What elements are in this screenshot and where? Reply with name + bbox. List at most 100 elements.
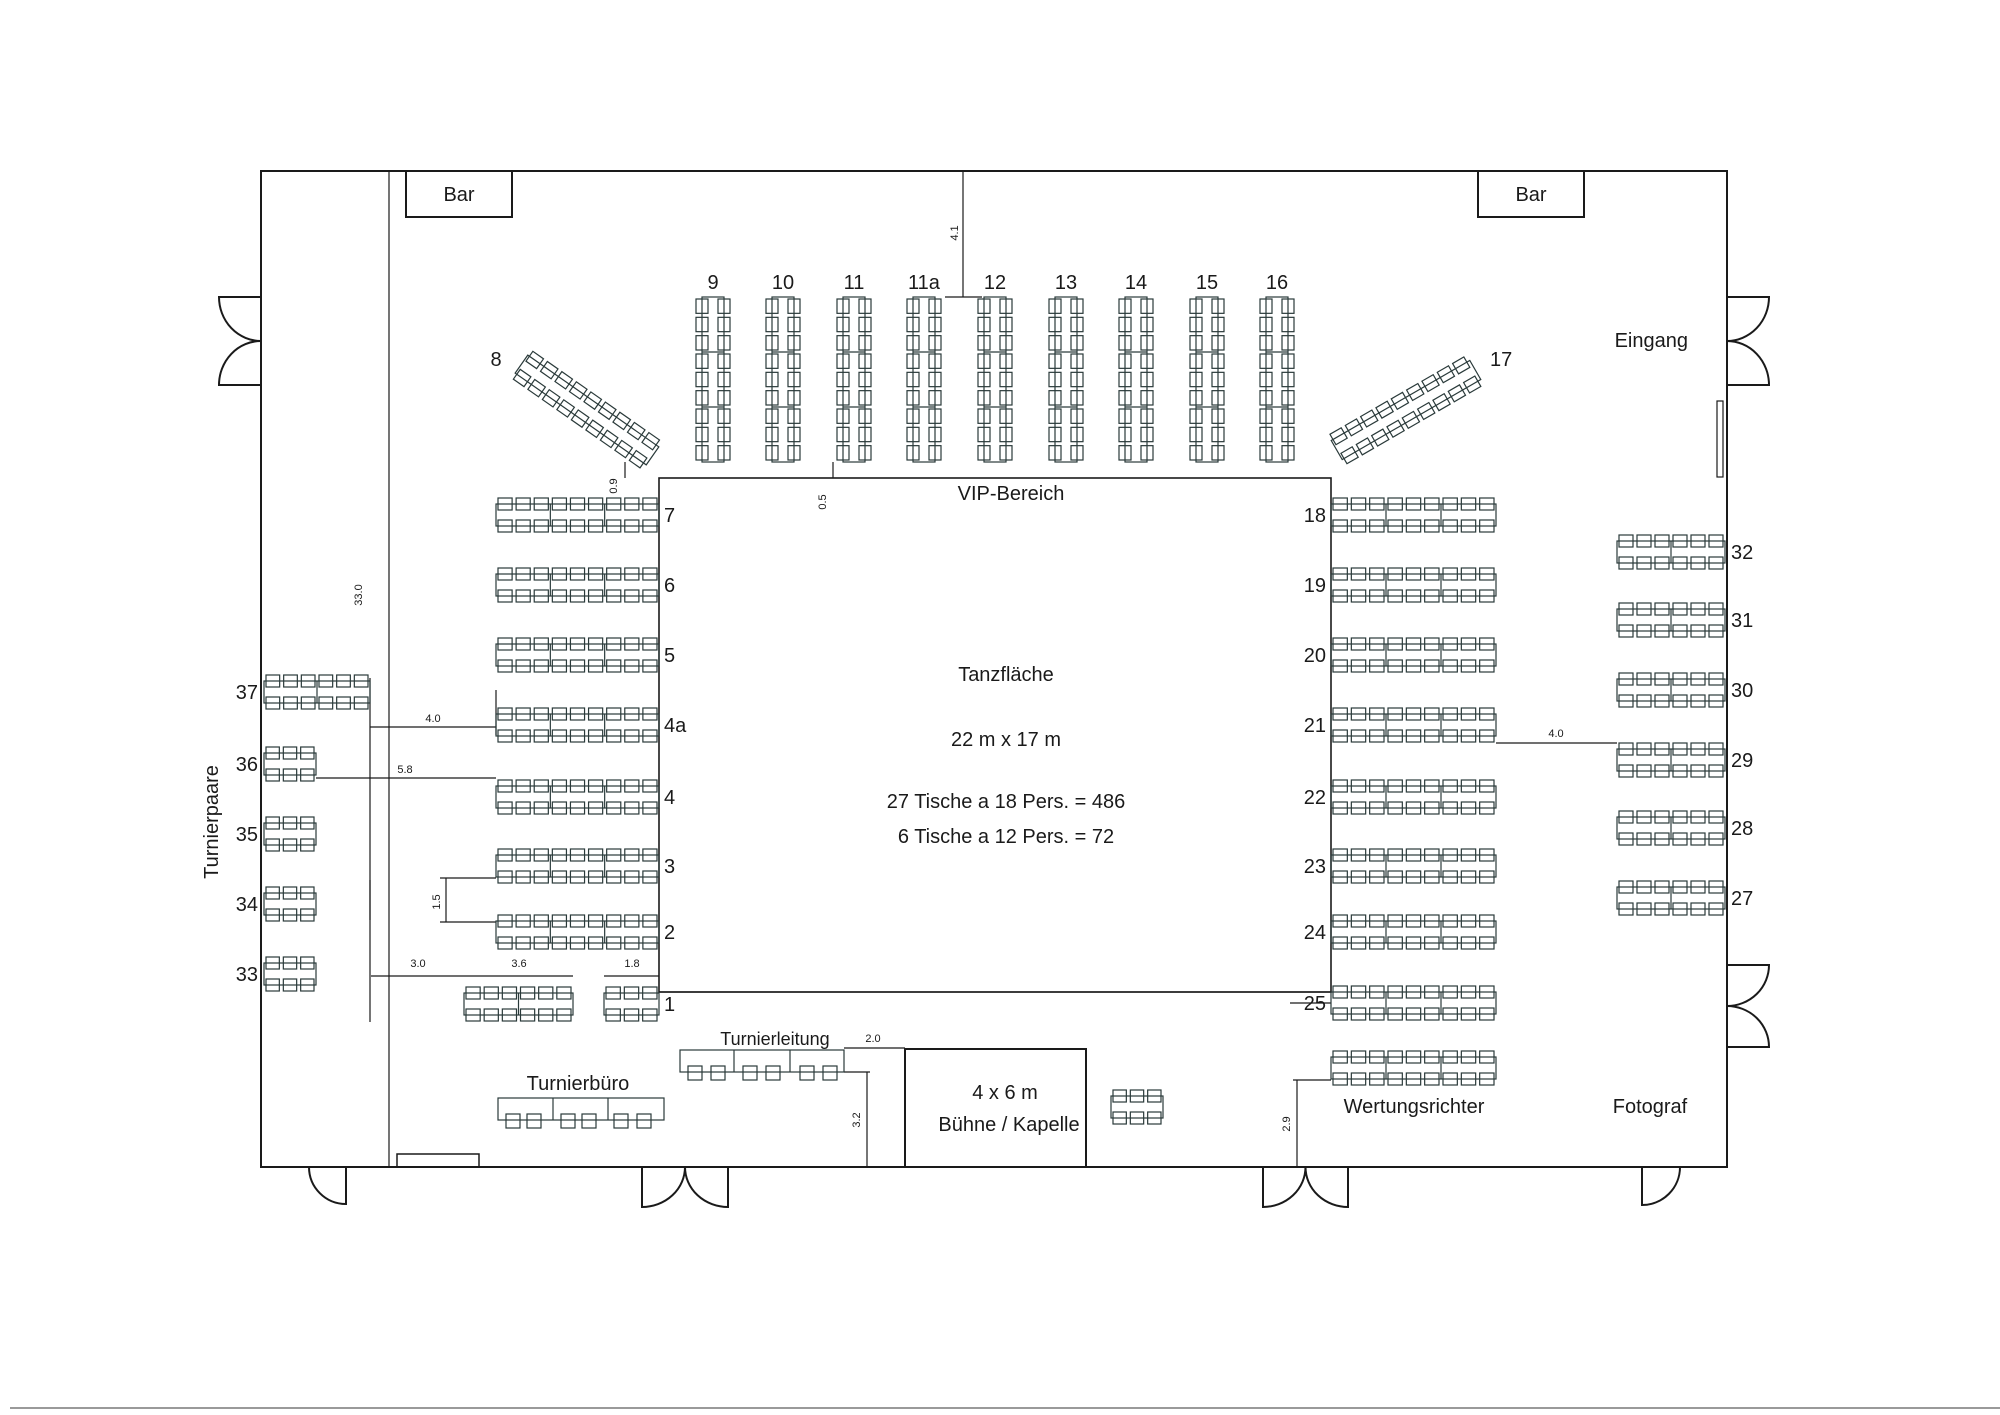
table-15[interactable] xyxy=(1189,296,1225,463)
table-4a[interactable] xyxy=(495,707,660,743)
chair xyxy=(1672,832,1688,846)
chair xyxy=(977,298,991,314)
chair xyxy=(1332,519,1348,533)
chair xyxy=(1048,408,1062,424)
table-35[interactable] xyxy=(263,816,317,852)
chair xyxy=(483,1008,499,1022)
chair xyxy=(1618,880,1634,894)
table-6[interactable] xyxy=(495,567,660,603)
chair xyxy=(1442,589,1458,603)
chair xyxy=(977,335,991,351)
table-9[interactable] xyxy=(695,296,731,463)
table-10[interactable] xyxy=(765,296,801,463)
table-25[interactable] xyxy=(1330,985,1497,1021)
table-31[interactable] xyxy=(1616,602,1726,638)
table-3[interactable] xyxy=(495,848,660,884)
tournament-management-table[interactable] xyxy=(679,1049,845,1081)
table-7[interactable] xyxy=(495,497,660,533)
chair xyxy=(1259,426,1273,443)
table1-small-label: 1.8 xyxy=(624,958,639,970)
chair xyxy=(765,390,779,406)
table-number: 36 xyxy=(236,754,258,776)
table-5[interactable] xyxy=(495,637,660,673)
chair xyxy=(1654,624,1670,638)
chair xyxy=(1690,556,1706,570)
table-19[interactable] xyxy=(1330,567,1497,603)
chair xyxy=(1369,1007,1385,1021)
chair xyxy=(642,936,658,950)
chair xyxy=(999,426,1013,443)
table-11a[interactable] xyxy=(906,296,942,463)
table-8[interactable] xyxy=(512,350,663,470)
door[interactable] xyxy=(1726,964,1771,1048)
chair xyxy=(533,659,549,673)
chair xyxy=(556,986,572,1000)
door[interactable] xyxy=(1726,296,1771,386)
table-34[interactable] xyxy=(263,886,317,922)
table-20[interactable] xyxy=(1330,637,1497,673)
chair xyxy=(1479,589,1495,603)
chair xyxy=(1118,445,1132,461)
table-12[interactable] xyxy=(977,296,1013,463)
table-30[interactable] xyxy=(1616,672,1726,708)
door[interactable] xyxy=(217,296,262,386)
door[interactable] xyxy=(641,1166,729,1209)
chair xyxy=(300,978,315,992)
table-29[interactable] xyxy=(1616,742,1726,778)
table-4[interactable] xyxy=(495,779,660,815)
chair xyxy=(1432,392,1451,412)
table-13[interactable] xyxy=(1048,296,1084,463)
table-23[interactable] xyxy=(1330,848,1497,884)
table-judges[interactable] xyxy=(1330,1050,1497,1086)
table-27[interactable] xyxy=(1616,880,1726,916)
chair xyxy=(300,908,315,922)
chair xyxy=(1421,373,1440,393)
table-33[interactable] xyxy=(263,956,317,992)
chair xyxy=(642,729,658,743)
table-11[interactable] xyxy=(836,296,872,463)
chair xyxy=(282,978,298,992)
chair xyxy=(1211,335,1225,351)
table-number: 37 xyxy=(236,682,258,704)
table-37[interactable] xyxy=(263,674,371,710)
table-32[interactable] xyxy=(1616,534,1726,570)
chair xyxy=(836,316,850,333)
door[interactable] xyxy=(308,1166,347,1206)
chair xyxy=(1329,426,1349,446)
stage-side-table[interactable] xyxy=(1110,1089,1164,1125)
chair xyxy=(687,1065,703,1081)
table-1-part-a[interactable] xyxy=(463,986,574,1022)
table-number: 10 xyxy=(772,272,794,294)
capacity-line-1: 27 Tische a 18 Pers. = 486 xyxy=(887,791,1126,813)
chair xyxy=(606,779,622,793)
table-22[interactable] xyxy=(1330,779,1497,815)
table-1-part-b[interactable] xyxy=(603,986,660,1022)
table-18[interactable] xyxy=(1330,497,1497,533)
door[interactable] xyxy=(1262,1166,1349,1209)
door[interactable] xyxy=(1641,1166,1681,1207)
chair xyxy=(642,497,658,511)
table-number: 34 xyxy=(236,894,258,916)
tournament-office-table[interactable] xyxy=(497,1097,665,1129)
chair xyxy=(628,449,648,469)
capacity-line-2: 6 Tische a 12 Pers. = 72 xyxy=(898,826,1114,848)
chair xyxy=(1281,408,1295,424)
table-16[interactable] xyxy=(1259,296,1295,463)
chair xyxy=(606,497,622,511)
chair xyxy=(515,519,531,533)
table-17[interactable] xyxy=(1328,355,1484,465)
table-21[interactable] xyxy=(1330,707,1497,743)
table-14[interactable] xyxy=(1118,296,1154,463)
chair xyxy=(1442,1050,1458,1064)
chair xyxy=(1690,764,1706,778)
chair xyxy=(858,353,872,369)
table-24[interactable] xyxy=(1330,914,1497,950)
chair xyxy=(1405,1007,1422,1021)
chair xyxy=(569,848,586,862)
chair xyxy=(1424,567,1440,581)
table-28[interactable] xyxy=(1616,810,1726,846)
chair xyxy=(1405,659,1422,673)
table-2[interactable] xyxy=(495,914,660,950)
chair xyxy=(1140,426,1154,443)
table-36[interactable] xyxy=(263,746,317,782)
